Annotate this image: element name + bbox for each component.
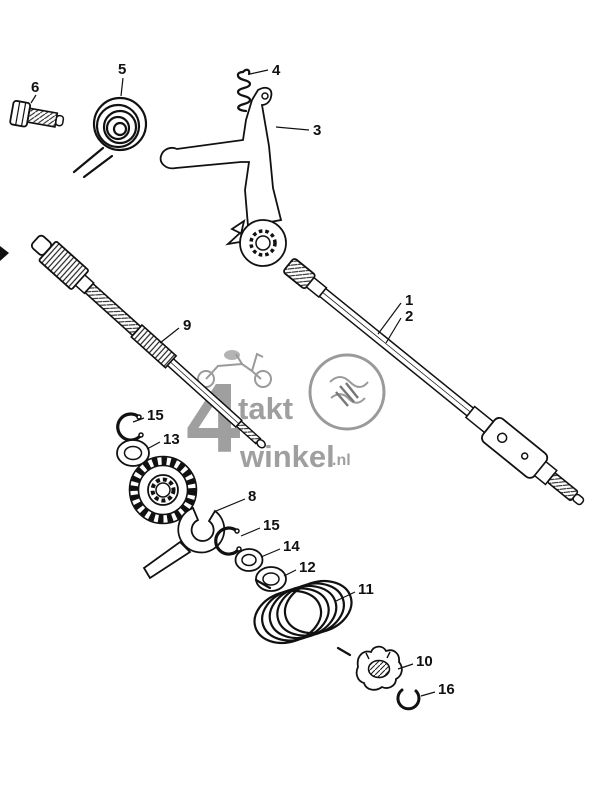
leader-line-12 [283,569,297,577]
part-11-spring-coil [253,578,353,657]
leader-line-10 [397,663,414,670]
leader-line-3 [275,126,310,131]
part-label-2: 2 [405,308,413,325]
part-label-10: 10 [416,653,433,670]
part-label-3: 3 [313,122,321,139]
part-label-12: 12 [299,559,316,576]
leader-line-11 [335,591,356,602]
part-label-13: 13 [163,431,180,448]
leader-line-16 [420,691,436,697]
leader-line-1 [377,302,402,335]
scooter-sketch-icon [197,350,272,388]
part-4-spring [236,68,252,113]
part-3-shift-arm [159,86,287,267]
part-label-15a: 15 [147,407,164,424]
part-labels: 6 5 4 3 1 2 9 15 13 8 15 14 12 11 10 16 [31,61,455,698]
edge-mark [0,246,9,261]
part-6-bolt [9,99,65,128]
leader-line-13 [146,441,161,450]
part-label-9: 9 [183,317,191,334]
leader-lines [30,69,436,697]
leader-line-15b [240,527,261,537]
part-label-16: 16 [438,681,455,698]
watermark: 4 takt winkel .nl [186,350,386,474]
watermark-suffix: .nl [332,452,351,469]
watermark-word-bottom: winkel [239,439,335,474]
leader-line-14 [260,548,281,558]
leader-line-9 [159,327,180,344]
circle-emblem-icon [308,353,386,431]
part-label-8: 8 [248,488,256,505]
part-5-torsion-spring [72,96,148,179]
watermark-word-top: takt [238,391,293,426]
part-15a-circlip [116,412,144,442]
part-15b-circlip [214,526,242,556]
part-10-castle-nut [355,645,403,691]
part-label-1: 1 [405,292,413,309]
part-9-shaft [30,234,266,449]
part-label-14: 14 [283,538,300,555]
part-14-washer [234,548,264,572]
part-label-5: 5 [118,61,126,78]
gear [128,455,198,525]
leader-line-5 [120,77,124,97]
part-16-clip [396,688,421,711]
leader-line-2 [385,317,402,344]
part-8-stopper-fork [142,506,226,580]
leader-line-4 [249,69,269,75]
part-label-11: 11 [358,581,374,598]
leader-line-6 [30,94,37,104]
part-12-washer [255,566,287,592]
leader-line-8 [215,498,246,512]
part-label-6: 6 [31,79,39,96]
part-1-2-gearshift-spindle [283,258,585,506]
part-13-washer [116,439,150,467]
part-label-4: 4 [272,62,281,79]
leader-line-15a [132,417,145,423]
part-label-15b: 15 [263,517,280,534]
